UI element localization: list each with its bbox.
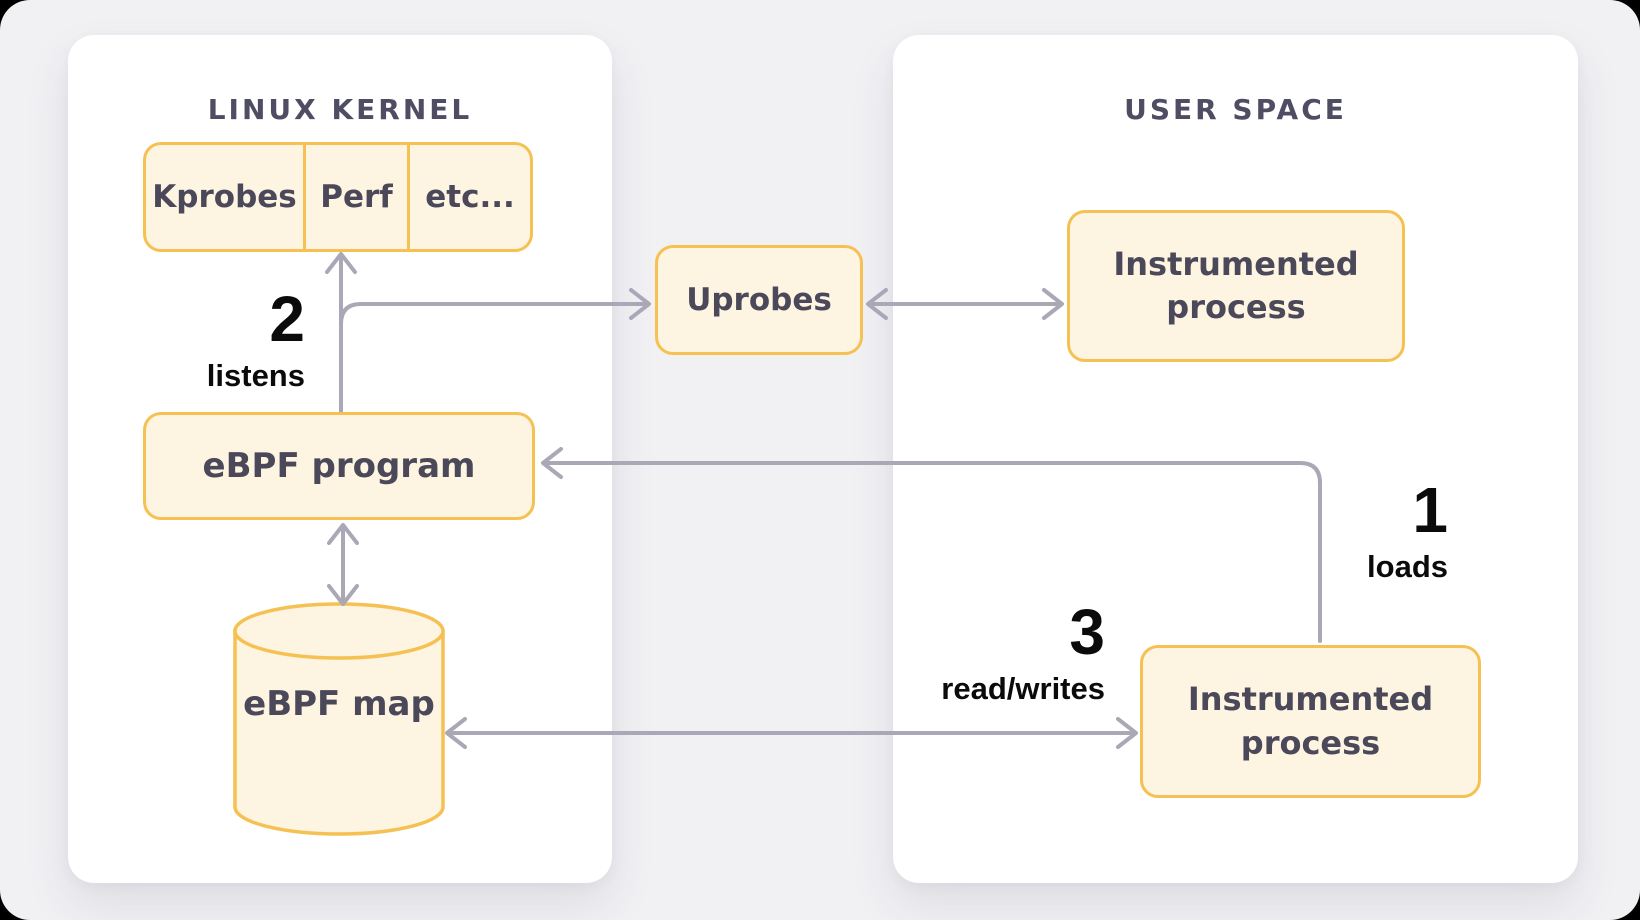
arrow-to-uprobes-line bbox=[339, 302, 647, 326]
arrow-readwrites-head-right-icon bbox=[1116, 717, 1138, 749]
kprobes-box: Kprobes bbox=[146, 145, 306, 249]
arrow-readwrites-head-left-icon bbox=[445, 717, 467, 749]
step-label-listens: 2 listens bbox=[145, 287, 305, 391]
step-word-readwrites: read/writes bbox=[941, 671, 1105, 706]
linux-kernel-title: LINUX KERNEL bbox=[207, 93, 473, 126]
step-number-2: 2 bbox=[269, 283, 305, 355]
arrow-uprobes-process-head-right-icon bbox=[1042, 288, 1064, 320]
arrow-program-map-head-down-icon bbox=[327, 584, 359, 606]
arrow-loads-head-icon bbox=[541, 447, 563, 479]
arrow-uprobes-process-head-left-icon bbox=[866, 288, 888, 320]
ebpf-map-label: eBPF map bbox=[243, 684, 435, 724]
step-word-listens: listens bbox=[206, 358, 305, 393]
etc-box: etc... bbox=[425, 179, 515, 215]
arrow-loads-line bbox=[543, 461, 1322, 643]
perf-box: Perf bbox=[306, 145, 410, 249]
step-label-loads: 1 loads bbox=[1288, 478, 1448, 582]
kernel-probes-row: Kprobes Perf etc... bbox=[143, 142, 533, 252]
step-number-3: 3 bbox=[1069, 596, 1105, 668]
arrow-program-map-head-up-icon bbox=[327, 523, 359, 545]
cylinder-body bbox=[233, 629, 445, 836]
cylinder-top bbox=[233, 602, 445, 660]
uprobes-box: Uprobes bbox=[655, 245, 863, 355]
user-space-title: USER SPACE bbox=[1124, 93, 1347, 126]
ebpf-map-cylinder bbox=[233, 602, 445, 836]
instrumented-process-bottom-box: Instrumented process bbox=[1140, 645, 1481, 798]
arrow-listens-head-up-icon bbox=[325, 252, 357, 274]
step-number-1: 1 bbox=[1412, 474, 1448, 546]
arrow-to-uprobes-head-icon bbox=[629, 288, 651, 320]
ebpf-program-box: eBPF program bbox=[143, 412, 535, 520]
instrumented-process-top-box: Instrumented process bbox=[1067, 210, 1405, 362]
step-label-readwrites: 3 read/writes bbox=[905, 600, 1105, 704]
step-word-loads: loads bbox=[1367, 549, 1448, 584]
